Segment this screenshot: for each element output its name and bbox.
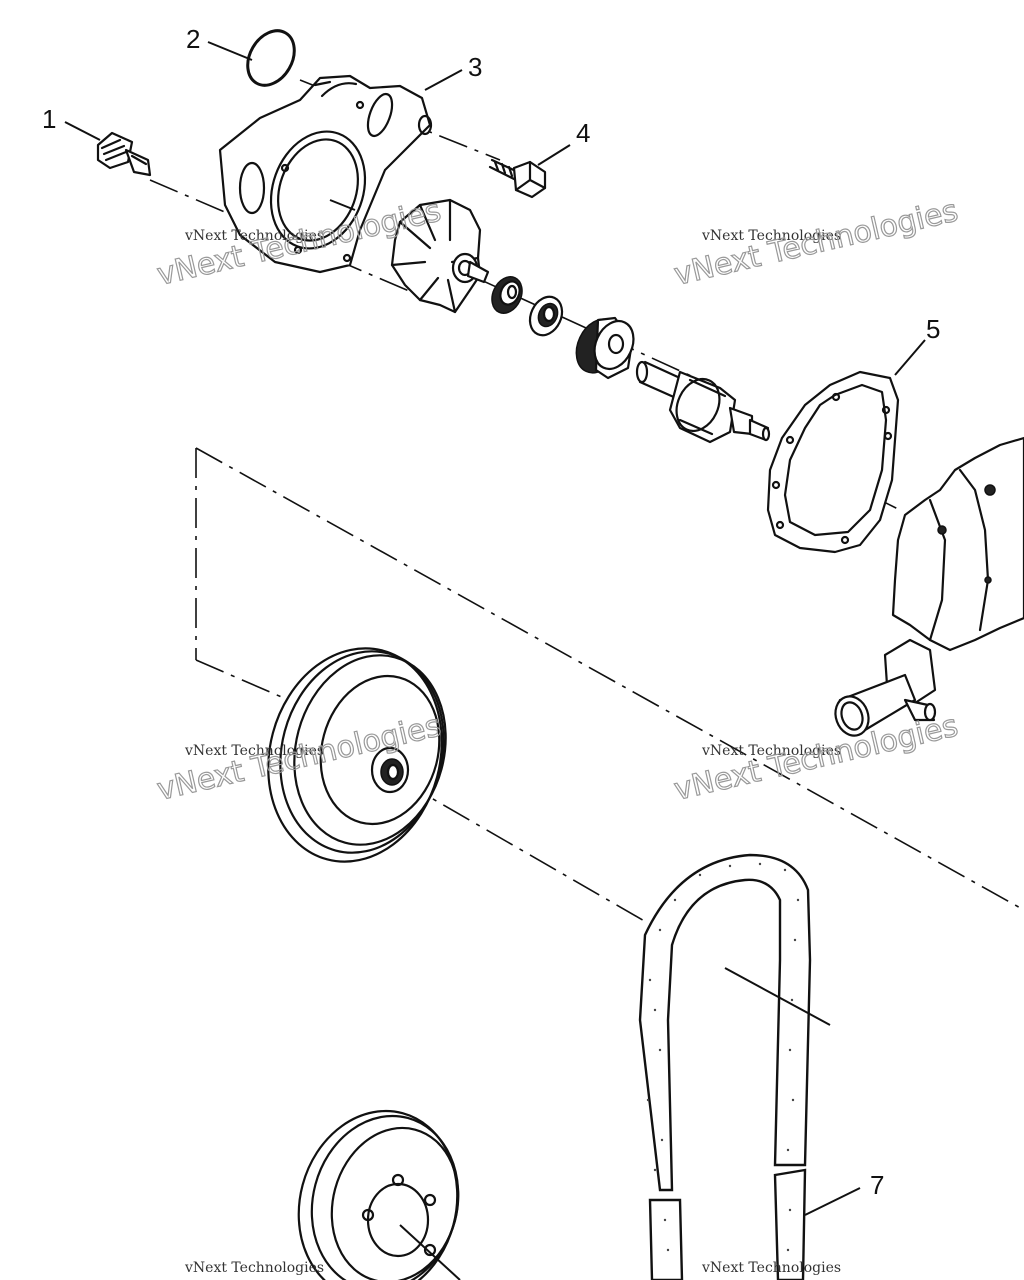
part-3-pump-cover bbox=[218, 74, 433, 274]
crank-pulley bbox=[297, 1109, 460, 1280]
part-2-o-ring bbox=[246, 29, 296, 87]
pump-housing bbox=[834, 436, 1024, 737]
svg-text:vNext Technologies: vNext Technologies bbox=[184, 228, 324, 244]
svg-text:vNext Technologies: vNext Technologies bbox=[701, 228, 841, 244]
callout-1: 1 bbox=[42, 104, 56, 134]
watermark-mid-right: vNext Technologies vNext Technologies bbox=[670, 708, 962, 809]
pump-pulley bbox=[267, 647, 447, 863]
part-5-gasket bbox=[766, 370, 900, 554]
callout-2: 2 bbox=[186, 24, 200, 54]
seal-ring bbox=[528, 295, 564, 337]
watermark-bottom-right: vNext Technologies bbox=[701, 1260, 841, 1276]
svg-text:vNext Technologies: vNext Technologies bbox=[701, 743, 841, 759]
svg-text:vNext Technologies: vNext Technologies bbox=[184, 743, 324, 759]
watermark-bottom-left: vNext Technologies bbox=[184, 1260, 324, 1276]
pump-shaft bbox=[635, 360, 771, 444]
svg-text:vNext Technologies: vNext Technologies bbox=[184, 1260, 324, 1276]
callout-7: 7 bbox=[870, 1170, 884, 1200]
impeller bbox=[390, 198, 490, 314]
part-1-fitting bbox=[96, 131, 152, 177]
callout-3: 3 bbox=[468, 52, 482, 82]
mechanical-seal bbox=[491, 276, 523, 314]
svg-text:vNext Technologies: vNext Technologies bbox=[701, 1260, 841, 1276]
part-4-bolt bbox=[488, 158, 547, 199]
drive-belt bbox=[638, 853, 812, 1280]
bearing bbox=[575, 316, 635, 380]
leader-lines bbox=[64, 41, 926, 1280]
callout-labels: 1 2 3 4 5 7 bbox=[42, 24, 940, 1200]
callout-4: 4 bbox=[576, 118, 590, 148]
watermark-top-right: vNext Technologies vNext Technologies bbox=[670, 193, 962, 294]
callout-5: 5 bbox=[926, 314, 940, 344]
